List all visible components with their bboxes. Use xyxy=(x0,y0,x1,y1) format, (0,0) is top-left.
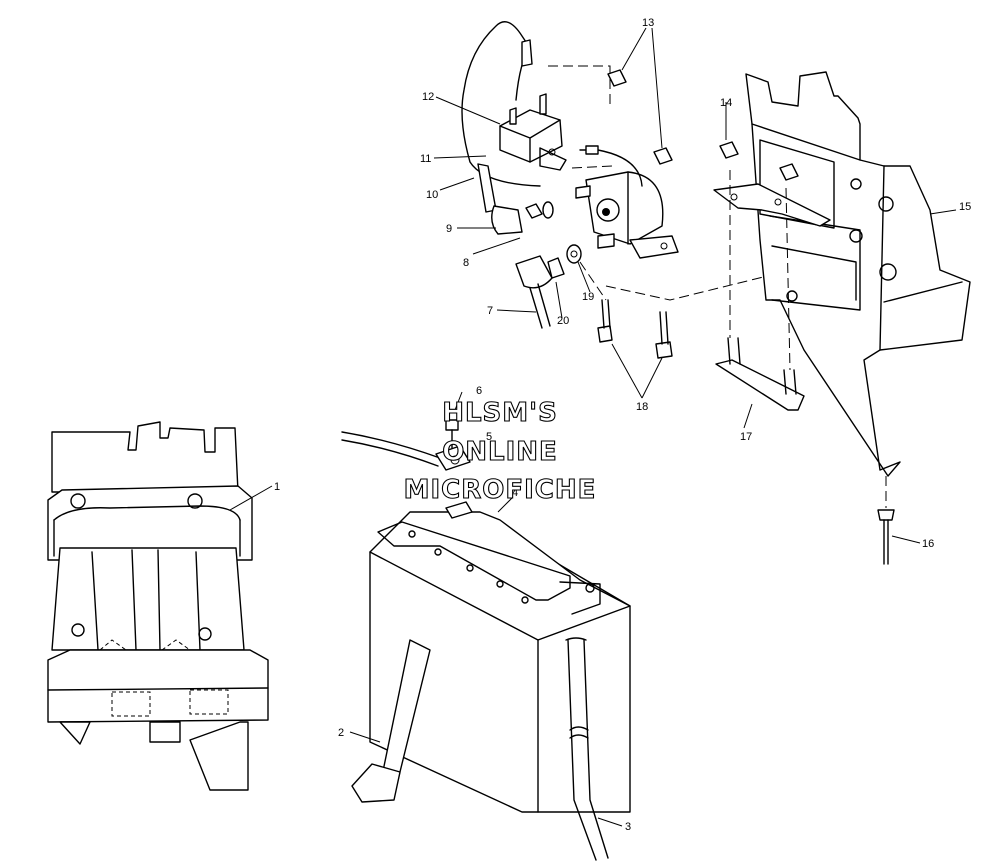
callout-12: 12 xyxy=(422,91,434,103)
callout-13: 13 xyxy=(642,17,654,29)
callout-19: 19 xyxy=(582,291,594,303)
solenoid-assembly-drawing xyxy=(461,21,809,359)
callout-7: 7 xyxy=(487,305,493,317)
callout-3: 3 xyxy=(625,821,631,833)
watermark-line-2: ONLINE xyxy=(442,437,558,467)
watermark-line-1: HLSM'S xyxy=(442,398,558,428)
callout-6: 6 xyxy=(476,385,482,397)
callout-16: 16 xyxy=(922,538,934,550)
callout-8: 8 xyxy=(463,257,469,269)
leader-lines xyxy=(229,27,957,827)
callout-11: 11 xyxy=(420,153,431,165)
callout-15: 15 xyxy=(959,201,971,213)
watermark-line-3: MICROFICHE xyxy=(404,475,597,505)
callout-14: 14 xyxy=(720,97,732,109)
battery-box-drawing xyxy=(47,421,269,791)
callout-9: 9 xyxy=(446,223,452,235)
callout-17: 17 xyxy=(740,431,752,443)
callout-2: 2 xyxy=(338,727,344,739)
mounting-bracket-drawing xyxy=(713,71,971,565)
callout-18: 18 xyxy=(636,401,648,413)
callout-10: 10 xyxy=(426,189,438,201)
callout-labels: 1 2 3 4 5 6 7 8 9 10 11 12 13 14 15 16 1… xyxy=(274,17,971,833)
watermark: HLSM'S ONLINE MICROFICHE xyxy=(403,397,597,505)
callout-1: 1 xyxy=(274,481,280,493)
callout-20: 20 xyxy=(557,315,569,327)
callout-5: 5 xyxy=(486,431,492,443)
battery-drawing xyxy=(341,419,631,861)
callout-4: 4 xyxy=(512,487,518,499)
